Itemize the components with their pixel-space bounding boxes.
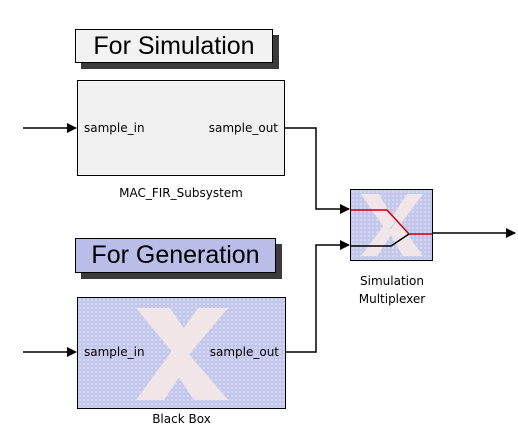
- simulation-multiplexer-block[interactable]: [350, 189, 433, 261]
- mux-name-line2: Multiplexer: [358, 292, 426, 306]
- mux-name: Simulation Multiplexer: [330, 272, 454, 308]
- for-simulation-label: For Simulation: [75, 29, 273, 63]
- active-path-line: [351, 209, 432, 235]
- blackbox-in-port-label: sample_in: [84, 345, 145, 359]
- blackbox-out-port-label: sample_out: [209, 345, 279, 359]
- mux-name-line1: Simulation: [360, 274, 424, 288]
- xilinx-logo-icon: [136, 308, 228, 400]
- mac-fir-subsystem-block[interactable]: sample_in sample_out: [77, 80, 285, 176]
- black-box-block[interactable]: sample_in sample_out: [77, 297, 286, 409]
- subsystem-to-mux-wire: [285, 127, 350, 214]
- inactive-path-line: [351, 233, 410, 247]
- for-simulation-text: For Simulation: [93, 31, 255, 60]
- xilinx-logo-icon: [351, 194, 432, 256]
- subsystem-name: MAC_FIR_Subsystem: [119, 186, 243, 200]
- blackbox-name: Black Box: [152, 412, 211, 426]
- subsystem-in-port-label: sample_in: [84, 121, 145, 135]
- subsystem-out-port-label: sample_out: [208, 121, 278, 135]
- for-generation-label: For Generation: [75, 238, 276, 273]
- for-generation-text: For Generation: [91, 241, 260, 269]
- blackbox-to-mux-wire: [286, 240, 350, 353]
